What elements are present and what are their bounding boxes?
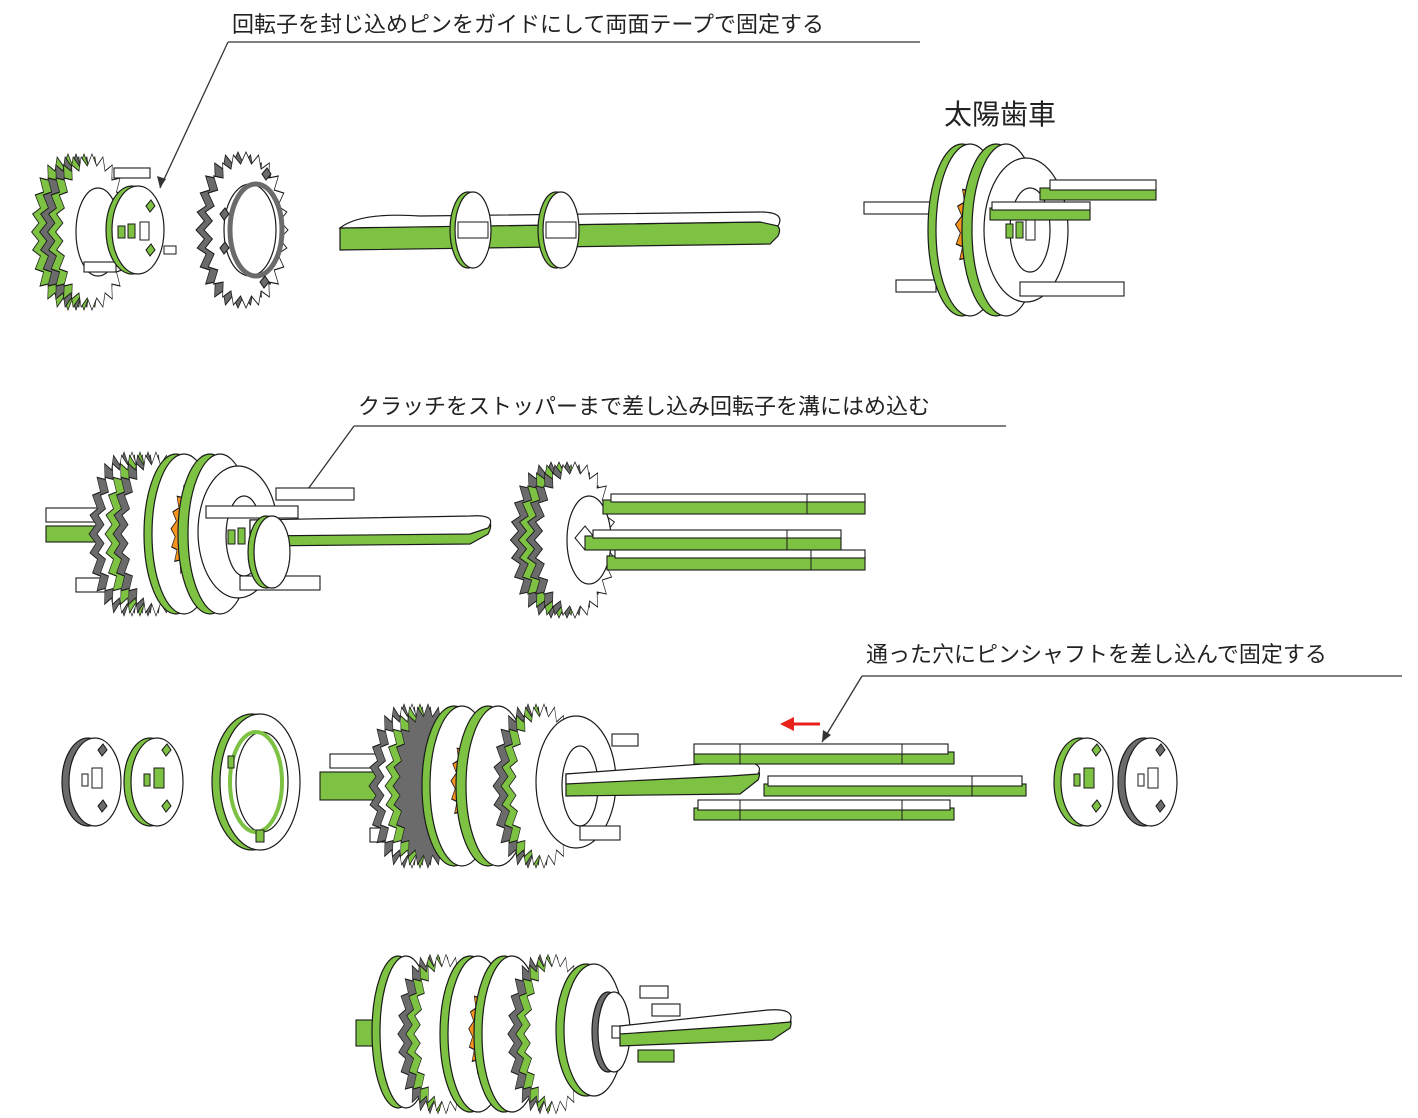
row-2: クラッチをストッパーまで差し込み回転子を溝にはめ込む — [45, 395, 1006, 619]
leader-step1 — [157, 41, 920, 189]
leader-step2 — [299, 425, 1006, 501]
annotation-step2: クラッチをストッパーまで差し込み回転子を溝にはめ込む — [358, 395, 930, 420]
annotation-step1: 回転子を封じ込めピンをガイドにして両面テープで固定する — [232, 13, 824, 38]
disc-left-green — [123, 737, 184, 827]
gear-stack-1 — [31, 153, 177, 311]
disc-right-green — [1053, 737, 1114, 827]
pin-shafts — [693, 743, 1027, 821]
disc-right-gray — [1117, 737, 1178, 827]
leader-step3 — [821, 675, 1402, 743]
final-assembly — [355, 953, 792, 1115]
direction-arrow — [780, 717, 820, 731]
disc-left-gray — [61, 737, 122, 827]
row-1: 回転子を封じ込めピンをガイドにして両面テープで固定する — [31, 13, 1157, 317]
ring-left — [211, 713, 301, 851]
clutch-stack — [45, 451, 492, 617]
annotation-step3: 通った穴にピンシャフトを差し込んで固定する — [866, 643, 1327, 668]
main-stack — [319, 703, 760, 869]
row-3: 通った穴にピンシャフトを差し込んで固定する — [61, 643, 1402, 869]
shaft-with-rings — [338, 191, 781, 269]
gear-single — [195, 151, 289, 309]
sun-gear-assembly — [863, 143, 1157, 317]
gear-with-pins — [509, 461, 866, 619]
annotation-sun-gear: 太陽歯車 — [944, 98, 1056, 131]
